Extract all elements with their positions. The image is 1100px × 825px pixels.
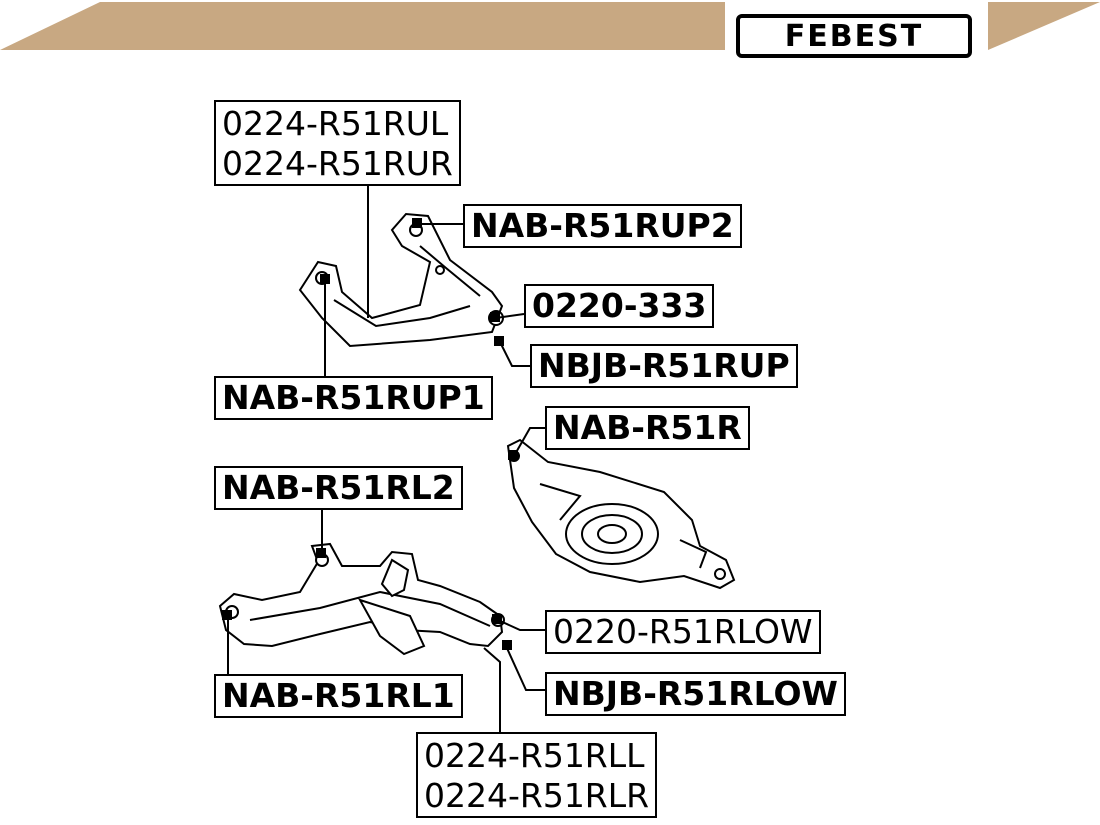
label-bushing-rl1: NAB-R51RL1 [214,674,463,718]
label-lower-arm: 0224-R51RLL 0224-R51RLR [416,732,658,818]
label-upper-arm: 0224-R51RUL 0224-R51RUR [214,100,461,186]
banner-left [0,2,725,50]
lower-control-arm [218,542,505,656]
febest-logo: FEBEST [736,14,972,58]
label-upper-arm-ur: 0224-R51RUR [222,144,453,183]
label-upper-arm-ul: 0224-R51RUL [222,104,449,143]
label-boot-rlow: NBJB-R51RLOW [545,672,846,716]
label-boot-rup: NBJB-R51RUP [530,344,798,388]
subframe-member [506,438,736,590]
marker-squares [222,218,518,650]
label-bushing-r: NAB-R51R [545,406,750,450]
label-ball-joint-333: 0220-333 [524,284,715,328]
label-lower-arm-lr: 0224-R51RLR [424,776,650,815]
label-ball-joint-rlow: 0220-R51RLOW [545,610,821,654]
label-bushing-rup1: NAB-R51RUP1 [214,376,493,420]
label-bushing-rl2: NAB-R51RL2 [214,466,463,510]
label-lower-arm-ll: 0224-R51RLL [424,736,645,775]
leader-lines [227,186,545,732]
banner-right [988,2,1100,50]
label-bushing-rup2: NAB-R51RUP2 [463,204,742,248]
